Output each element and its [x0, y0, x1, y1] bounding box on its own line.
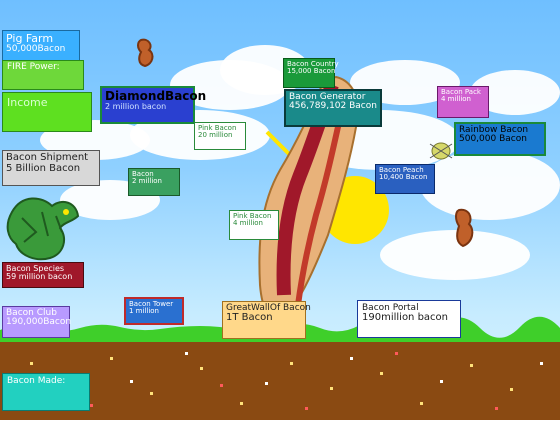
bacon-pack-button[interactable]: Bacon Pack 4 million: [437, 86, 489, 118]
green-dragon-icon[interactable]: [2, 192, 82, 264]
diamond-bacon-cost: 2 million bacon: [105, 101, 167, 111]
income-label: Income: [7, 96, 48, 109]
bacon-peach-label: Bacon Peach: [379, 166, 424, 174]
bacon-generator-label: Bacon Generator: [289, 92, 366, 102]
bacon-country-label: Bacon Country: [287, 60, 339, 68]
rainbow-bacon-label: Rainbow Bacon: [459, 125, 529, 135]
green-bacon-label: Bacon: [132, 170, 154, 178]
pink-bacon-button-1[interactable]: Pink Bacon 20 million: [194, 122, 246, 150]
bacon-tower-button[interactable]: Bacon Tower 1 million: [124, 297, 184, 325]
bug-icon[interactable]: [428, 138, 454, 164]
pig-farm-button[interactable]: Pig Farm 50,000Bacon: [2, 30, 80, 62]
great-wall-cost: 1T Bacon: [226, 312, 273, 324]
sun-ray: [265, 130, 291, 156]
bacon-generator-button[interactable]: Bacon Generator 456,789,102 Bacon: [284, 89, 382, 127]
income-display: Income: [2, 92, 92, 132]
pink-bacon-label: Pink Bacon: [198, 124, 237, 132]
bacon-bit-icon[interactable]: [453, 208, 477, 248]
pig-farm-label: Pig Farm: [6, 32, 54, 45]
pink-bacon-button-2[interactable]: Pink Bacon 4 million: [229, 210, 279, 240]
pink-bacon-label: Pink Bacon: [233, 212, 272, 220]
cloud: [420, 150, 560, 220]
green-bacon-button[interactable]: Bacon 2 million: [128, 168, 180, 196]
bacon-shipment-label: Bacon Shipment: [6, 152, 89, 163]
bacon-made-display: Bacon Made:: [2, 373, 90, 411]
green-bacon-cost: 2 million: [132, 177, 162, 186]
fire-power-button[interactable]: FIRE Power:: [2, 60, 84, 90]
bacon-species-cost: 59 million bacon: [6, 272, 73, 282]
fire-power-label: FIRE Power:: [7, 62, 60, 72]
great-wall-label: GreatWallOf Bacon: [226, 303, 311, 313]
diamond-bacon-label: DiamondBacon: [105, 89, 207, 103]
bacon-country-cost: 15,000 Bacon: [287, 67, 336, 76]
bacon-peach-cost: 10,400 Bacon: [379, 173, 428, 182]
bacon-species-button[interactable]: Bacon Species 59 million bacon: [2, 262, 84, 288]
pink-bacon-cost: 20 million: [198, 131, 233, 140]
bacon-portal-button[interactable]: Bacon Portal 190million bacon: [357, 300, 461, 338]
bacon-pack-label: Bacon Pack: [441, 88, 481, 96]
bacon-peach-button[interactable]: Bacon Peach 10,400 Bacon: [375, 164, 435, 194]
bacon-country-button[interactable]: Bacon Country 15,000 Bacon: [283, 58, 339, 88]
bacon-tower-cost: 1 million: [129, 307, 159, 316]
pink-bacon-cost: 4 million: [233, 219, 263, 228]
cloud: [380, 230, 530, 280]
bacon-club-button[interactable]: Bacon Club 190,000Bacon: [2, 306, 72, 338]
bacon-club-label: Bacon Club: [6, 308, 57, 318]
bacon-made-label: Bacon Made:: [7, 376, 66, 386]
bacon-club-cost: 190,000Bacon: [6, 317, 72, 328]
bacon-shipment-cost: 5 Billion Bacon: [6, 162, 81, 174]
bacon-generator-cost: 456,789,102 Bacon: [289, 101, 377, 112]
great-wall-button[interactable]: GreatWallOf Bacon 1T Bacon: [222, 301, 311, 339]
bacon-portal-cost: 190million bacon: [362, 312, 449, 324]
rainbow-bacon-cost: 500,000 Bacon: [459, 134, 527, 145]
diamond-bacon-button[interactable]: DiamondBacon 2 million bacon: [100, 86, 207, 124]
bacon-shipment-button[interactable]: Bacon Shipment 5 Billion Bacon: [2, 150, 100, 186]
bacon-tower-label: Bacon Tower: [129, 300, 174, 308]
rainbow-bacon-button[interactable]: Rainbow Bacon 500,000 Bacon: [454, 122, 546, 156]
bacon-species-label: Bacon Species: [6, 264, 65, 273]
bacon-portal-label: Bacon Portal: [362, 303, 419, 313]
bacon-pack-cost: 4 million: [441, 95, 471, 104]
bacon-bit-icon[interactable]: [135, 38, 157, 68]
pig-farm-cost: 50,000Bacon: [6, 43, 66, 54]
